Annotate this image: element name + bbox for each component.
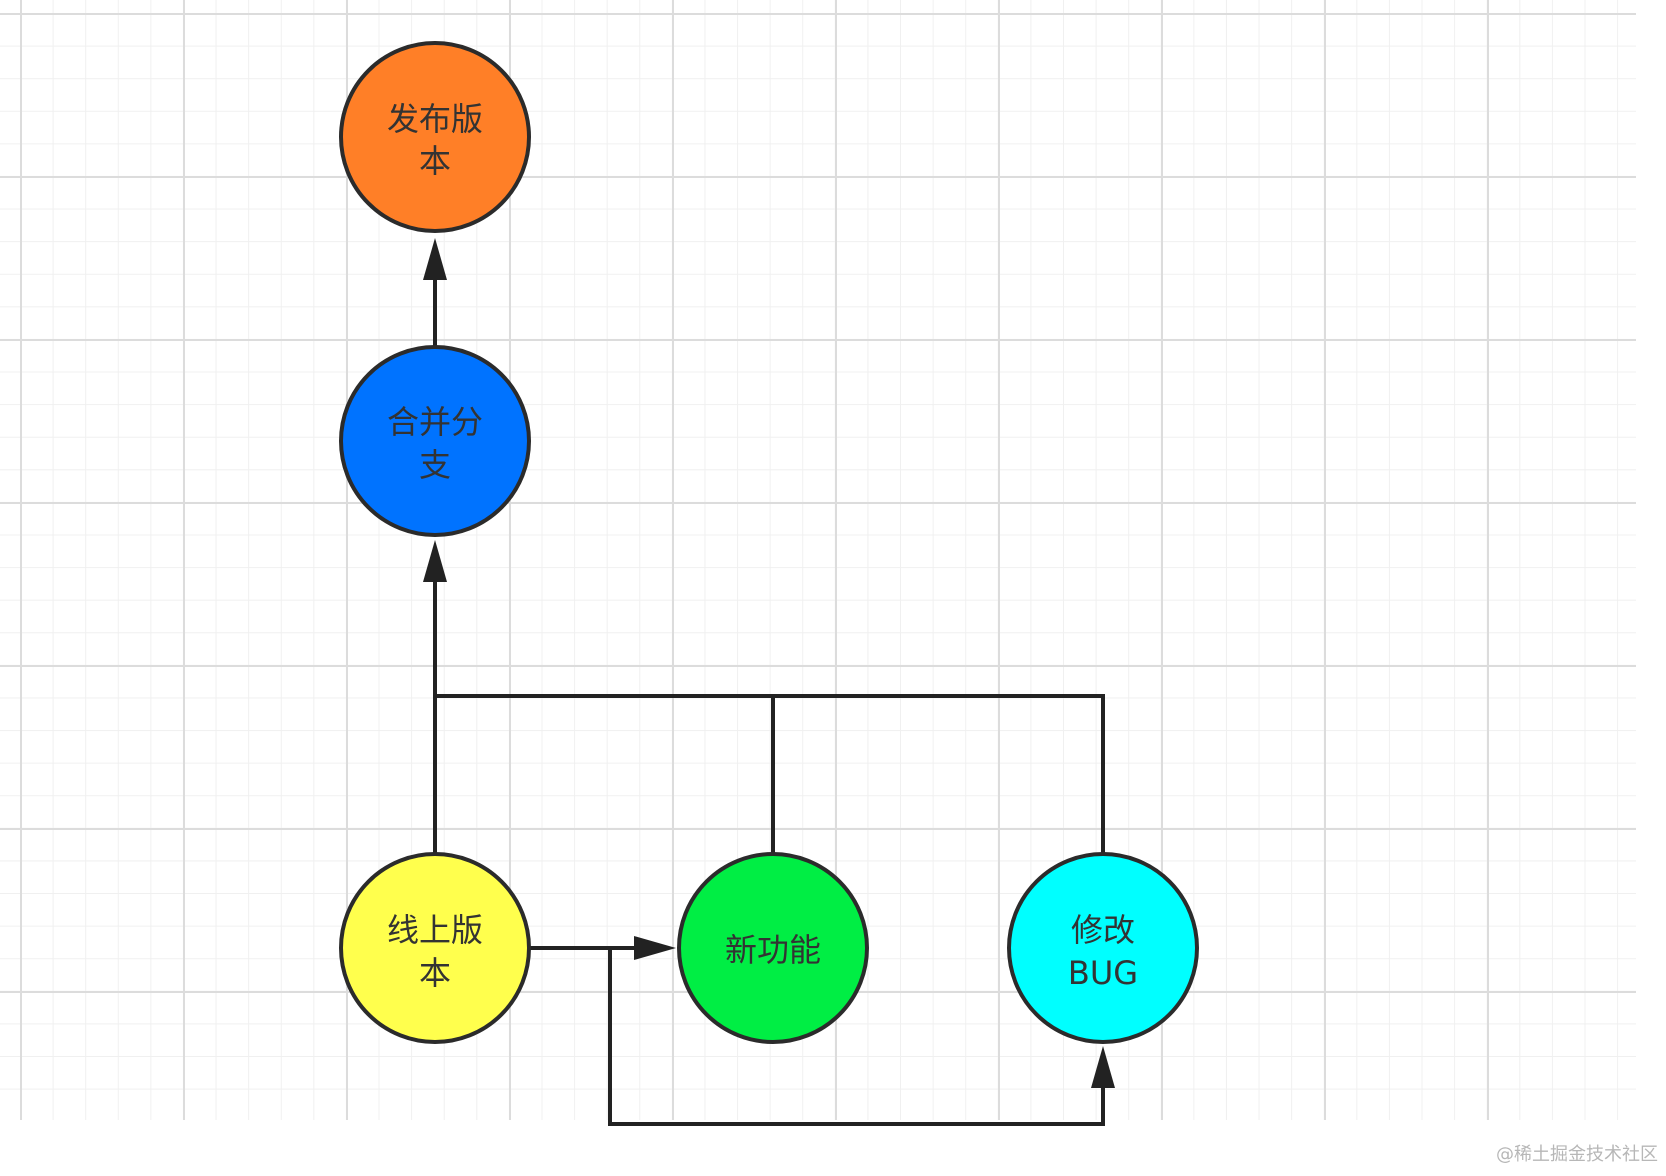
edges (423, 238, 1115, 1126)
node-release-circle (339, 41, 531, 233)
node-bugfix-label-line-1: 修改 (1071, 911, 1135, 949)
node-feature-circle (677, 852, 869, 1044)
node-online-label-line-1: 线上版 (387, 911, 483, 949)
node-feature-label: 新功能 (725, 931, 821, 969)
node-bugfix-label-line-2: BUG (1068, 954, 1138, 992)
node-release[interactable]: 发布版 本 (339, 41, 531, 233)
node-online[interactable]: 线上版 本 (339, 852, 531, 1044)
node-merge-label-line-2: 支 (419, 446, 451, 484)
watermark-text: @稀土掘金技术社区 (1496, 1144, 1658, 1165)
node-merge[interactable]: 合并分 支 (339, 345, 531, 537)
node-release-label-line-2: 本 (419, 142, 451, 180)
arrowhead-feature (634, 936, 676, 960)
edge-bugfix-to-merge[interactable] (773, 694, 1105, 855)
arrowhead-bugfix (1091, 1046, 1115, 1088)
arrowhead-release (423, 238, 447, 280)
node-bugfix-circle (1007, 852, 1199, 1044)
node-merge-circle (339, 345, 531, 537)
node-release-label-line-1: 发布版 (387, 100, 483, 138)
edge-feature-to-merge[interactable] (435, 694, 775, 855)
node-online-circle (339, 852, 531, 1044)
node-bugfix[interactable]: 修改 BUG (1007, 852, 1199, 1044)
edge-online-to-bugfix[interactable] (608, 948, 1105, 1126)
arrowhead-merge (423, 540, 447, 582)
grid-background (0, 0, 1636, 1120)
node-merge-label-line-1: 合并分 (387, 403, 483, 441)
node-online-label-line-2: 本 (419, 954, 451, 992)
node-feature[interactable]: 新功能 (677, 852, 869, 1044)
